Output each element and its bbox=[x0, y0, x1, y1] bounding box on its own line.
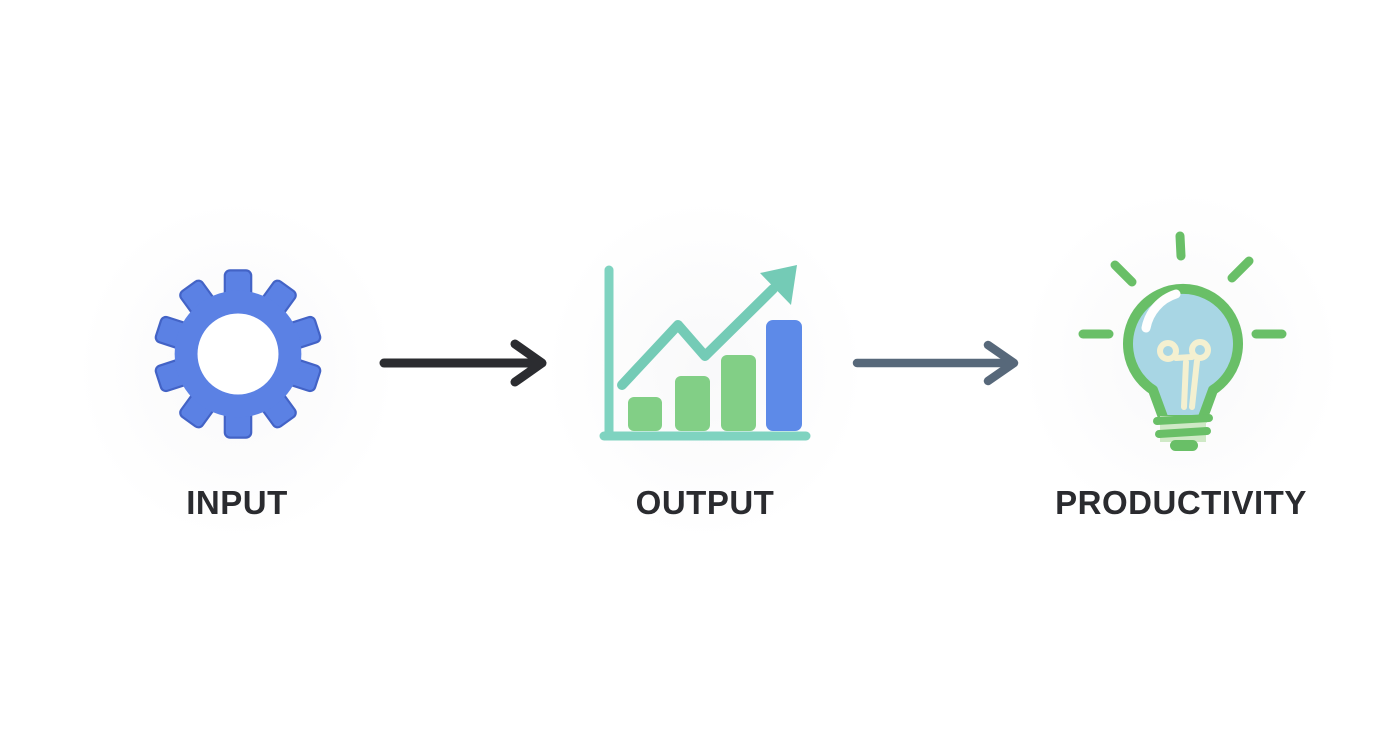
bulb-base-coil bbox=[1153, 414, 1213, 438]
node-label-output: OUTPUT bbox=[635, 484, 775, 521]
arrow-right-icon bbox=[379, 339, 547, 387]
chart-bars-green bbox=[628, 355, 756, 431]
trend-line bbox=[617, 284, 778, 390]
arrow-right-icon bbox=[852, 340, 1019, 386]
chart-bar-blue bbox=[766, 320, 802, 431]
lightbulb-icon bbox=[1078, 231, 1287, 451]
bar-chart-icon bbox=[599, 265, 811, 441]
bulb-glass bbox=[1123, 283, 1243, 425]
bulb-filament bbox=[1157, 339, 1211, 410]
gear-center-hole bbox=[197, 313, 279, 395]
trend-arrowhead bbox=[760, 265, 797, 305]
node-label-productivity: PRODUCTIVITY bbox=[1055, 484, 1307, 521]
gear-icon bbox=[154, 269, 322, 439]
bulb-base-cap bbox=[1170, 440, 1198, 451]
node-label-input: INPUT bbox=[186, 484, 288, 521]
bulb-highlight bbox=[1141, 289, 1181, 333]
bulb-rays bbox=[1078, 231, 1287, 339]
